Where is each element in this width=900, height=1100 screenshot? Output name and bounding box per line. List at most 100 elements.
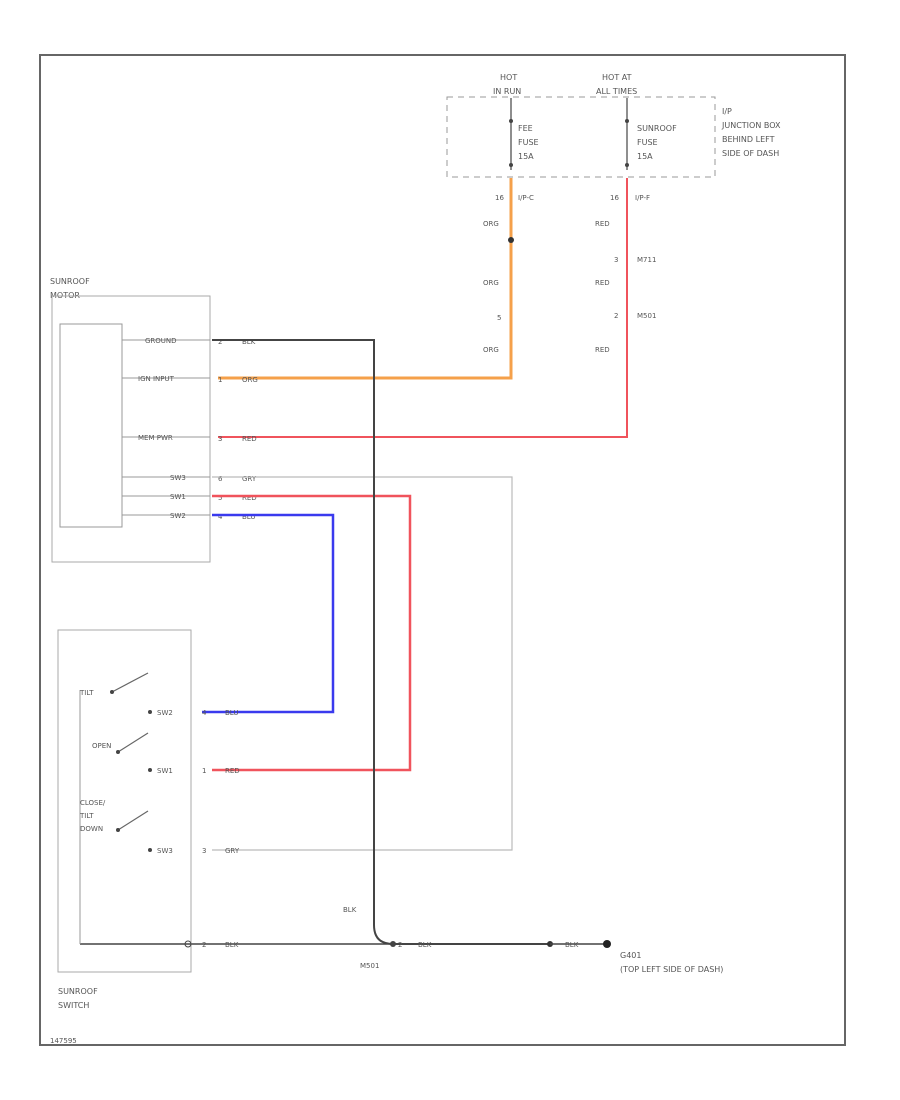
ground-point-icon	[603, 940, 611, 948]
switch-label-close: CLOSE/	[80, 799, 106, 807]
switch-title-1: SUNROOF	[58, 987, 98, 996]
motor-pin-ground: GROUND 2	[122, 337, 222, 346]
switch-title-2: SWITCH	[58, 1001, 89, 1010]
red-label-2: RED	[595, 279, 610, 287]
right-fuse-label-1: SUNROOF	[637, 124, 677, 133]
motor-pin-num: 6	[218, 475, 223, 483]
switch-contact-tilt	[111, 672, 149, 693]
left-fuse-top-icon	[509, 119, 513, 123]
motor-pin-label: MEM PWR	[138, 434, 173, 442]
motor-title-1: SUNROOF	[50, 277, 90, 286]
ground-splice-label: M501	[360, 962, 379, 970]
blk-label-motor: BLK	[242, 338, 256, 346]
switch-pivot-icon-3	[116, 828, 120, 832]
switch-contact-close	[117, 810, 149, 831]
motor-pin-sw1: SW1 5	[122, 493, 222, 502]
red-sw1-wire	[212, 494, 412, 772]
red-label-switch: RED	[225, 767, 240, 775]
switch-label-open: OPEN	[92, 742, 111, 750]
motor-pin-sw3: SW3 6	[122, 474, 223, 483]
red-label-motor-2: RED	[242, 494, 257, 502]
org-label-3: ORG	[483, 346, 499, 354]
red-label-motor: RED	[242, 435, 257, 443]
motor-pin-num: 5	[218, 494, 222, 502]
motor-pin-num: 2	[218, 338, 222, 346]
blu-label-motor: BLU	[242, 513, 255, 521]
motor-pin-label: SW2	[170, 512, 186, 520]
org-label-1: ORG	[483, 220, 499, 228]
left-pin-16: 16	[495, 194, 504, 202]
hot-acc-label-2: ALL TIMES	[596, 87, 637, 96]
right-fuse-bottom-icon	[625, 163, 629, 167]
junction-box-outline	[446, 96, 716, 178]
left-pin-5: 5	[497, 314, 501, 322]
junction-box-label-3: BEHIND LEFT	[722, 135, 775, 144]
switch-terminal-sw2: SW2	[157, 709, 173, 717]
blk-vertical-label: BLK	[343, 906, 357, 914]
splice-pin-2: 2	[614, 312, 618, 320]
left-fuse-bottom-icon	[509, 163, 513, 167]
ground-label-2: (TOP LEFT SIDE OF DASH)	[620, 965, 723, 974]
switch-label-down: DOWN	[80, 825, 103, 833]
red-label-3: RED	[595, 346, 610, 354]
switch-pin-3: 3	[202, 847, 206, 855]
splice-pin-3: 3	[614, 256, 618, 264]
ground-splice-icon	[390, 941, 396, 947]
switch-terminal-sw1: SW1	[157, 767, 173, 775]
hot-acc-label: HOT AT	[602, 73, 632, 82]
motor-pin-num: 3	[218, 435, 222, 443]
switch-label-tilt-2: TILT	[79, 812, 94, 820]
motor-pin-sw2: SW2 4	[122, 512, 223, 521]
left-fuse-label-3: 15A	[518, 152, 534, 161]
switch-pivot-icon-2	[116, 750, 120, 754]
switch-terminal-sw3: SW3	[157, 847, 173, 855]
motor-pin-label: SW3	[170, 474, 186, 482]
motor-pin-label: GROUND	[145, 337, 177, 345]
switch-terminal-icon-2	[148, 768, 152, 772]
left-fuse-label-2: FUSE	[518, 138, 539, 147]
switch-pin-2: 2	[202, 941, 206, 949]
red-label-1: RED	[595, 220, 610, 228]
switch-terminal-icon-3	[148, 848, 152, 852]
orange-splice-dot	[508, 237, 514, 243]
switch-outline	[57, 629, 192, 973]
gry-label-switch: GRY	[225, 847, 240, 855]
hot-run-label: HOT	[500, 73, 517, 82]
splice-conn-m501: M501	[637, 312, 656, 320]
ground-splice-pin: 2	[398, 941, 402, 949]
diagram-frame	[39, 54, 846, 1046]
motor-outline	[51, 295, 211, 563]
blue-wire	[202, 513, 335, 714]
switch-pin-1: 1	[202, 767, 206, 775]
switch-label-tilt: TILT	[79, 689, 94, 697]
ground-label-1: G401	[620, 951, 641, 960]
org-label-motor: ORG	[242, 376, 258, 384]
motor-pin-label: SW1	[170, 493, 186, 501]
blk-label-ground-1: BLK	[418, 941, 432, 949]
hot-run-label-2: IN RUN	[493, 87, 521, 96]
gry-label-motor: GRY	[242, 475, 257, 483]
motor-body	[59, 323, 123, 528]
splice-conn-m711: M711	[637, 256, 656, 264]
right-conn-ipf: I/P-F	[635, 194, 650, 202]
blk-label-switch: BLK	[225, 941, 239, 949]
switch-pivot-icon	[110, 690, 114, 694]
right-fuse-label-2: FUSE	[637, 138, 658, 147]
switch-terminal-icon	[148, 710, 152, 714]
switch-ground-terminal-icon	[184, 940, 192, 948]
gray-wire	[212, 476, 513, 851]
motor-pin-ign: IGN INPUT 1	[122, 375, 222, 384]
motor-pin-num: 4	[218, 513, 223, 521]
left-fuse-label-1: FEE	[518, 124, 533, 133]
switch-contact-open	[117, 732, 149, 753]
motor-pin-label: IGN INPUT	[138, 375, 175, 383]
orange-wire	[218, 178, 513, 380]
right-pin-16: 16	[610, 194, 619, 202]
blk-label-ground-2: BLK	[565, 941, 579, 949]
junction-box-label-1: I/P	[722, 107, 732, 116]
junction-box-label-4: SIDE OF DASH	[722, 149, 779, 158]
right-fuse-label-3: 15A	[637, 152, 653, 161]
footer-code: 147595	[50, 1037, 77, 1045]
junction-box-label-2: JUNCTION BOX	[721, 121, 781, 130]
